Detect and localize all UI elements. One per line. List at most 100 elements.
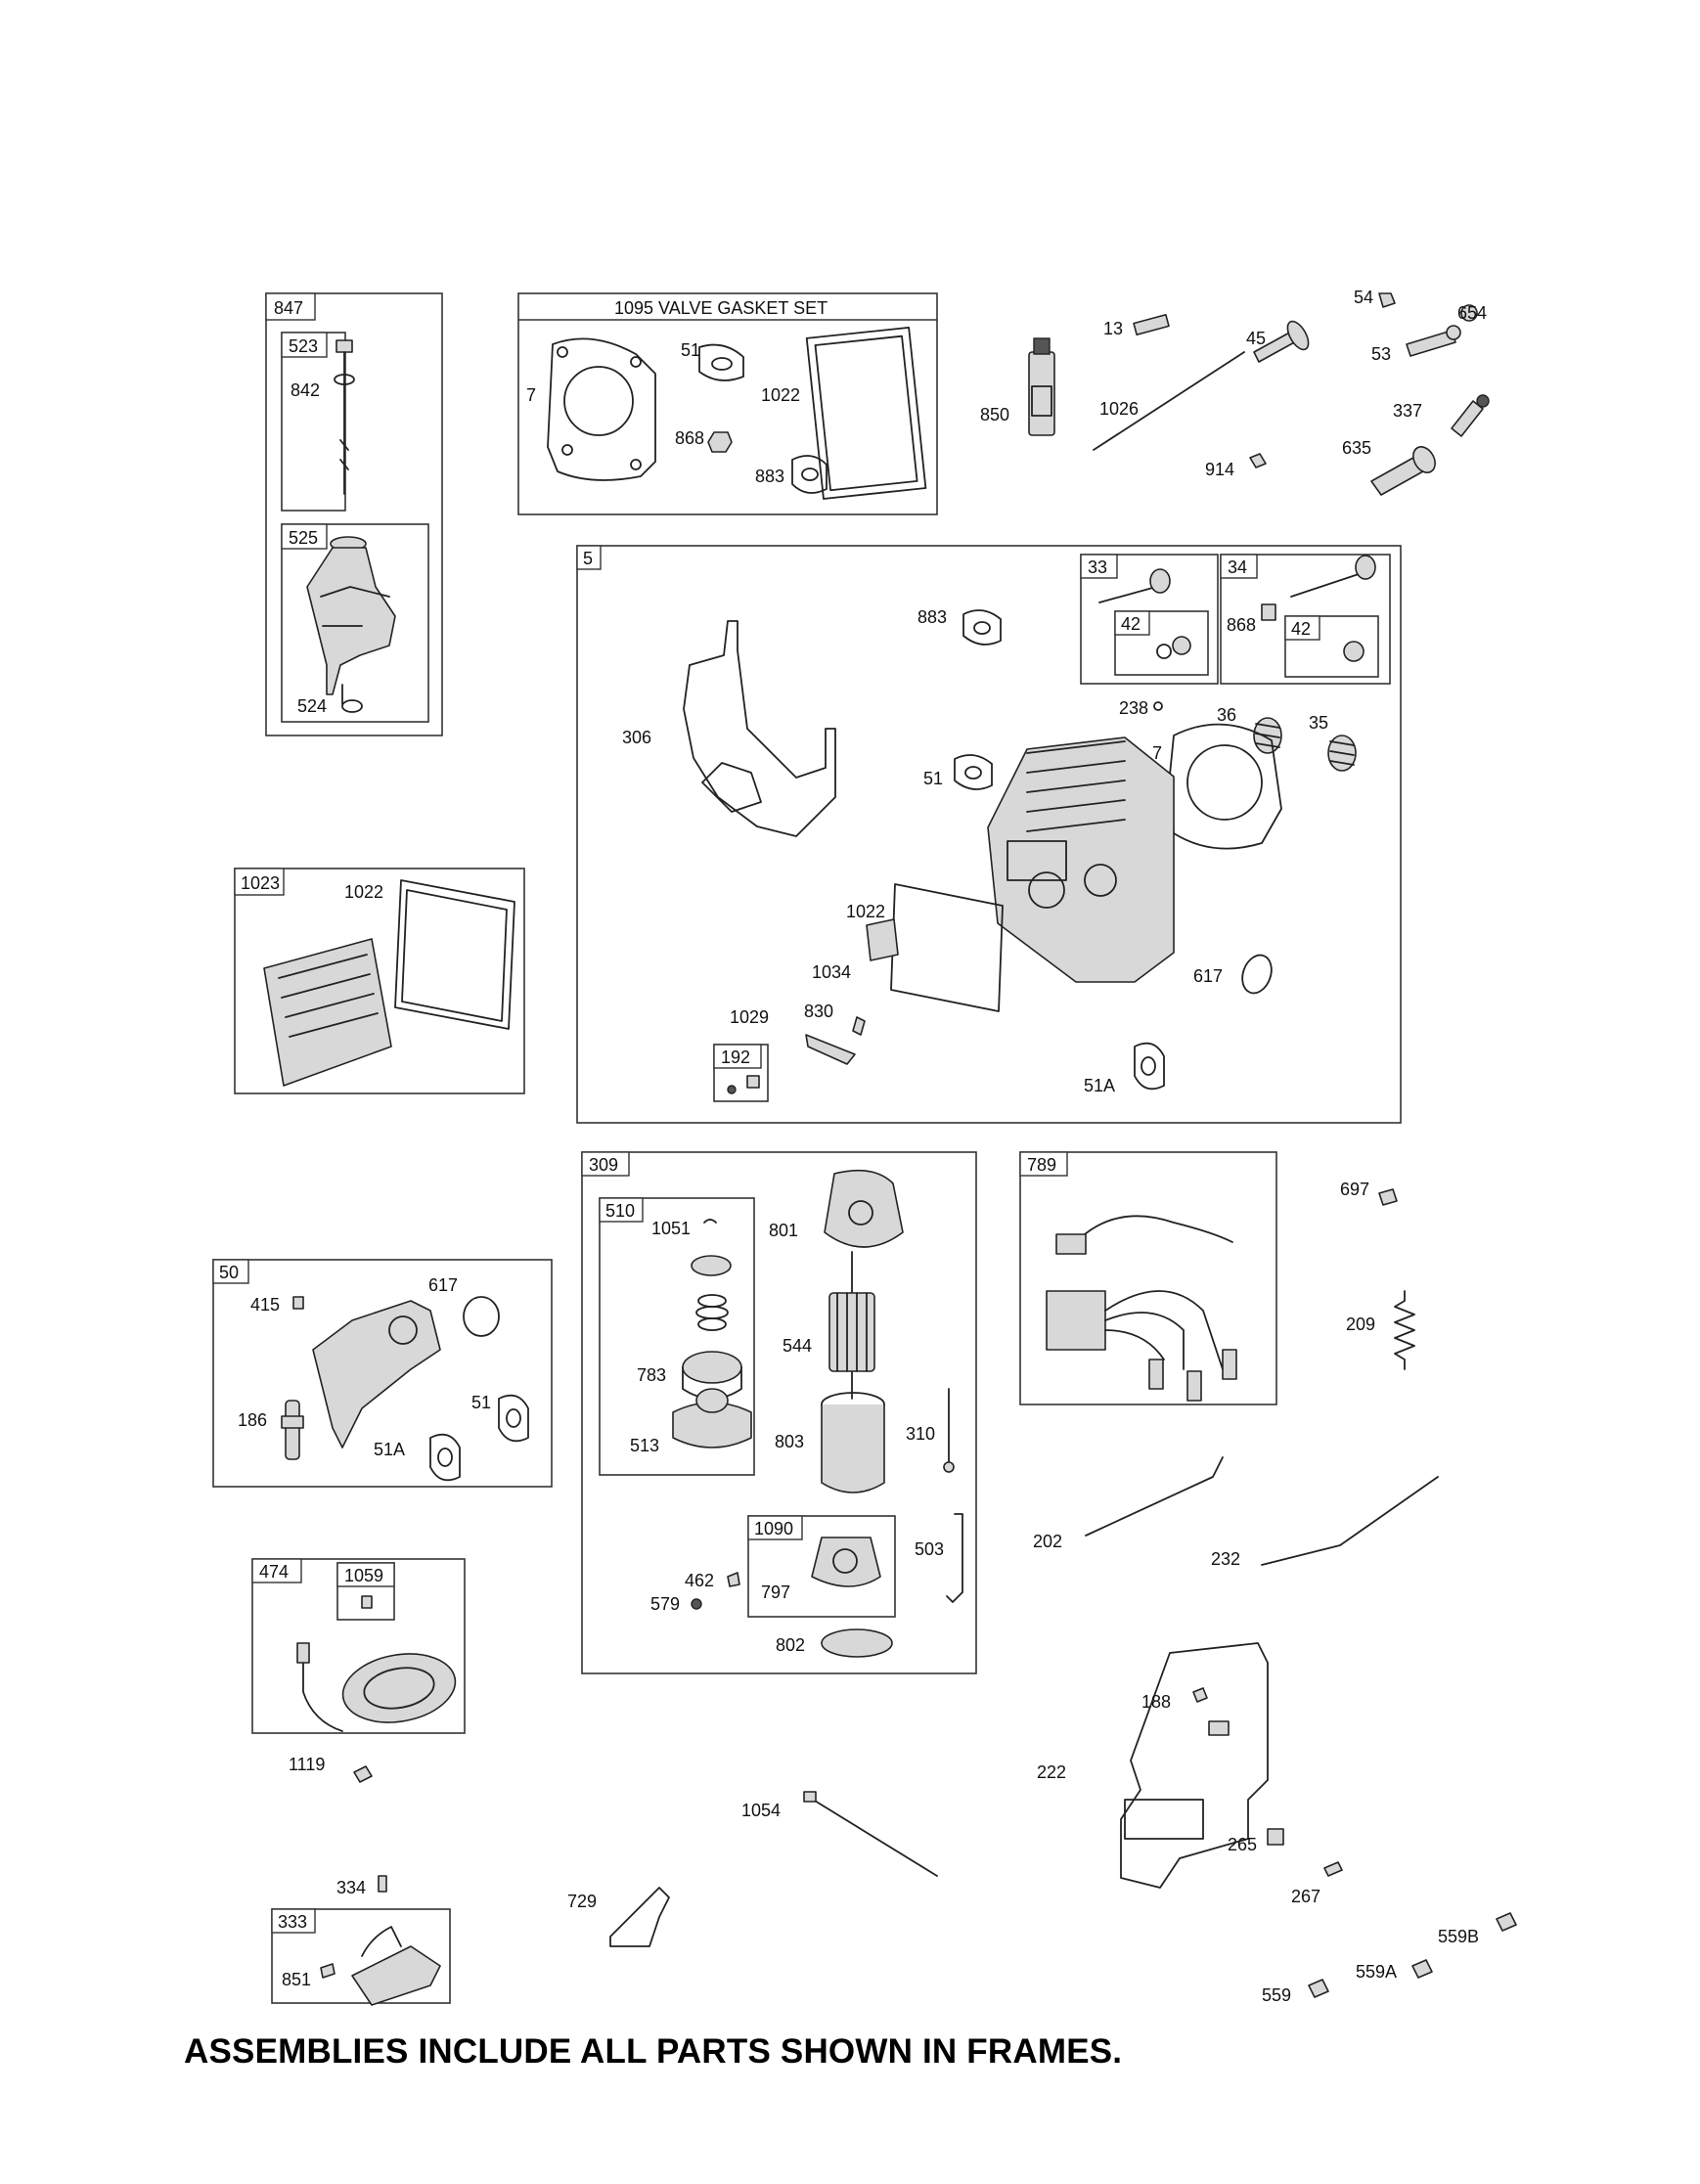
label-f50: 50 xyxy=(219,1263,239,1282)
clip-1051-part xyxy=(703,1219,717,1224)
spring-209-part xyxy=(1394,1290,1415,1370)
label-l617b: 617 xyxy=(428,1275,458,1295)
label-l202: 202 xyxy=(1033,1532,1062,1551)
label-l51a: 51 xyxy=(681,340,700,360)
label-l544: 544 xyxy=(783,1336,812,1356)
screw-54-part xyxy=(1378,292,1396,308)
dipstick-part xyxy=(334,339,355,495)
screw-1059-part xyxy=(361,1595,373,1609)
label-f510: 510 xyxy=(605,1201,635,1221)
label-f474: 474 xyxy=(259,1562,289,1582)
label-f1090: 1090 xyxy=(754,1519,793,1538)
label-l1054: 1054 xyxy=(741,1801,781,1820)
frame-309: 309 510 1051 783 513 801 xyxy=(581,1151,977,1674)
label-l559: 559 xyxy=(1262,1985,1291,2005)
label-l462: 462 xyxy=(685,1571,714,1590)
valve-guide-45-part xyxy=(1253,320,1310,363)
screw-1119-part xyxy=(353,1765,373,1783)
label-l830: 830 xyxy=(804,1002,833,1021)
housing-803-part xyxy=(821,1392,885,1493)
frame-333: 333 851 xyxy=(271,1908,451,2006)
frame-1023: 1023 1022 xyxy=(234,868,525,1094)
brush-holder-797-part xyxy=(811,1537,881,1587)
strap-503-part xyxy=(946,1513,963,1603)
washer-579-part xyxy=(691,1598,702,1610)
washer-802-part xyxy=(821,1628,893,1658)
label-l801: 801 xyxy=(769,1221,798,1240)
dipstick-tube-part xyxy=(306,536,396,705)
label-l13: 13 xyxy=(1103,319,1123,338)
spring-36-part xyxy=(1253,717,1282,754)
gasket-51a-breather-part xyxy=(429,1433,461,1482)
gasket-883-part xyxy=(791,455,828,494)
label-l36: 36 xyxy=(1217,705,1236,725)
label-l188: 188 xyxy=(1141,1692,1171,1712)
label-l222: 222 xyxy=(1037,1762,1066,1782)
label-l802: 802 xyxy=(776,1635,805,1655)
label-l35: 35 xyxy=(1309,713,1328,733)
fitting-186-part xyxy=(281,1400,304,1460)
pushrod-part xyxy=(1093,351,1245,451)
gasket-51a-head-part xyxy=(1134,1042,1165,1091)
label-l45: 45 xyxy=(1246,329,1266,348)
rocker-cover-part xyxy=(263,938,392,1087)
label-f5: 5 xyxy=(583,549,593,568)
wire-harness-part xyxy=(1046,1215,1237,1402)
gasket-883-head-part xyxy=(962,609,1002,646)
label-l265: 265 xyxy=(1228,1835,1257,1854)
spark-plug-boot-635-part xyxy=(1370,446,1436,496)
alternator-stator-part xyxy=(296,1642,457,1732)
bracket-222-part xyxy=(1120,1642,1269,1889)
label-f309: 309 xyxy=(589,1155,618,1175)
screw-697-part xyxy=(1378,1188,1398,1206)
screw-267-part xyxy=(1323,1861,1343,1877)
stud-53-part xyxy=(1406,325,1461,357)
label-l337: 337 xyxy=(1393,401,1422,421)
label-l1119: 1119 xyxy=(289,1755,325,1774)
armature-544-part xyxy=(828,1251,875,1400)
cable-tie-1054-part xyxy=(809,1797,938,1877)
label-f333: 333 xyxy=(278,1912,307,1932)
frame-50: 50 415 617 186 51 51A xyxy=(212,1259,553,1488)
nut-654-part xyxy=(1460,304,1478,322)
label-f525: 525 xyxy=(289,528,318,548)
label-l1034: 1034 xyxy=(812,962,851,982)
label-l51Ac: 51A xyxy=(374,1440,405,1459)
label-l842: 842 xyxy=(291,380,320,400)
label-l51b: 51 xyxy=(923,769,943,788)
clip-265-part xyxy=(1267,1828,1284,1846)
label-l868a: 868 xyxy=(675,428,704,448)
frame-789: 789 xyxy=(1019,1151,1277,1405)
head-gasket-part xyxy=(547,337,656,481)
label-l868b: 868 xyxy=(1227,615,1256,635)
screw-851-part xyxy=(320,1963,336,1979)
label-l850: 850 xyxy=(980,405,1009,424)
frame-valve-gasket-set: 1095 VALVE GASKET SET 7 51 1022 868 883 xyxy=(517,292,938,515)
label-l524: 524 xyxy=(297,696,327,716)
label-l729: 729 xyxy=(567,1892,597,1911)
bolt-310-part xyxy=(943,1388,955,1473)
cylinder-head-part xyxy=(987,736,1175,983)
label-l797: 797 xyxy=(761,1582,790,1602)
label-l306: 306 xyxy=(622,728,651,747)
label-l803: 803 xyxy=(775,1432,804,1451)
label-l267: 267 xyxy=(1291,1887,1320,1906)
retainer-part xyxy=(691,1255,732,1276)
rocker-gasket-part xyxy=(805,327,927,500)
rocker-gasket-1023-part xyxy=(394,879,515,1030)
label-f33: 33 xyxy=(1088,557,1107,577)
o-ring-524 xyxy=(341,699,363,713)
frame-5: 5 33 42 34 868 42 883 306 238 xyxy=(576,545,1402,1124)
label-l310: 310 xyxy=(906,1424,935,1444)
label-l232: 232 xyxy=(1211,1549,1240,1569)
gasket-51-breather-part xyxy=(498,1394,529,1443)
pin-238-part xyxy=(1153,701,1163,711)
label-l1022b: 1022 xyxy=(846,902,885,921)
label-l209: 209 xyxy=(1346,1315,1375,1334)
sealant-tube-part xyxy=(1028,337,1055,436)
end-cap-801-part xyxy=(824,1169,904,1248)
label-f847: 847 xyxy=(274,298,303,318)
label-valve_gasket_set: 1095 VALVE GASKET SET xyxy=(614,298,828,318)
label-l617a: 617 xyxy=(1193,966,1223,986)
